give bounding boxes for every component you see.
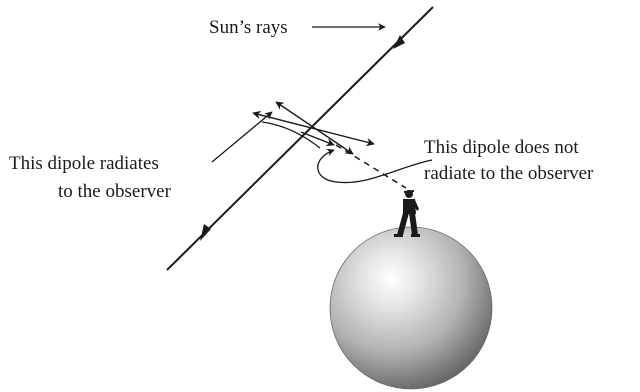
left-label-line2: to the observer — [58, 181, 172, 202]
left-label-pointer — [212, 112, 272, 162]
left-label-line1: This dipole radiates — [9, 153, 159, 174]
earth-globe — [330, 227, 492, 389]
right-label-line1: This dipole does not — [424, 137, 579, 158]
dipole-radiating — [253, 113, 374, 144]
line-of-sight — [336, 145, 406, 188]
dipole-non-radiating — [276, 102, 353, 154]
ray-arrowhead-lower — [200, 224, 211, 241]
right-label-line2: radiate to the observer — [424, 163, 594, 184]
right-label-pointer — [318, 150, 432, 183]
sun-rays-label: Sun’s rays — [209, 17, 288, 38]
